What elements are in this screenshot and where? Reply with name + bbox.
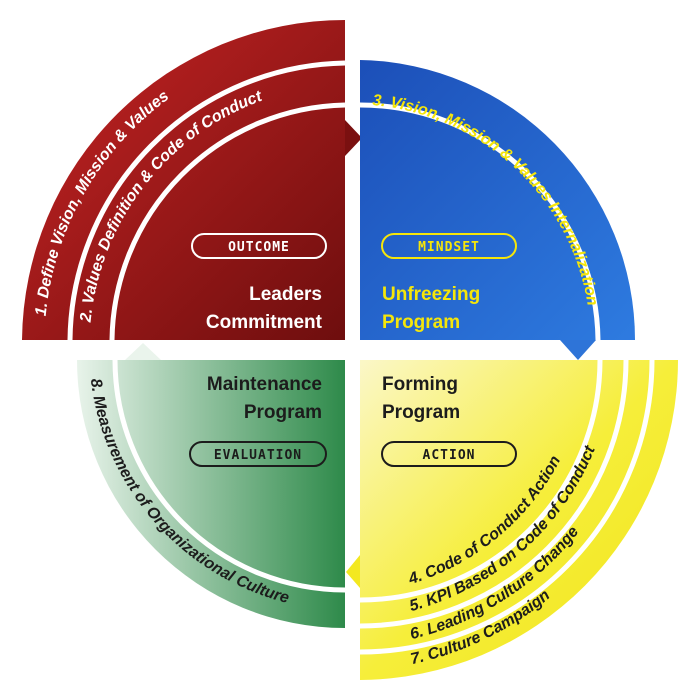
- program-title-bl: Program: [244, 402, 322, 423]
- evaluation-pill: [189, 441, 327, 467]
- commitment-title: Commitment: [206, 312, 323, 333]
- outcome-pill: [191, 233, 327, 259]
- quadrant-yellow: [346, 359, 678, 680]
- quadrant-blue: [359, 60, 635, 360]
- maintenance-title: Maintenance: [207, 374, 322, 395]
- evaluation-tag: EVALUATION: [214, 448, 302, 463]
- mindset-tag: MINDSET: [418, 240, 480, 255]
- program-title-br: Program: [382, 402, 460, 423]
- quadrant-green: [77, 343, 346, 628]
- action-tag: ACTION: [423, 448, 476, 463]
- unfreezing-title: Unfreezing: [382, 284, 480, 305]
- leaders-title: Leaders: [249, 284, 322, 305]
- outcome-tag: OUTCOME: [228, 240, 290, 255]
- program-title-tr: Program: [382, 312, 460, 333]
- mindset-pill: [381, 233, 517, 259]
- quadrant-red: [22, 19, 362, 341]
- action-pill: [381, 441, 517, 467]
- forming-title: Forming: [382, 374, 458, 395]
